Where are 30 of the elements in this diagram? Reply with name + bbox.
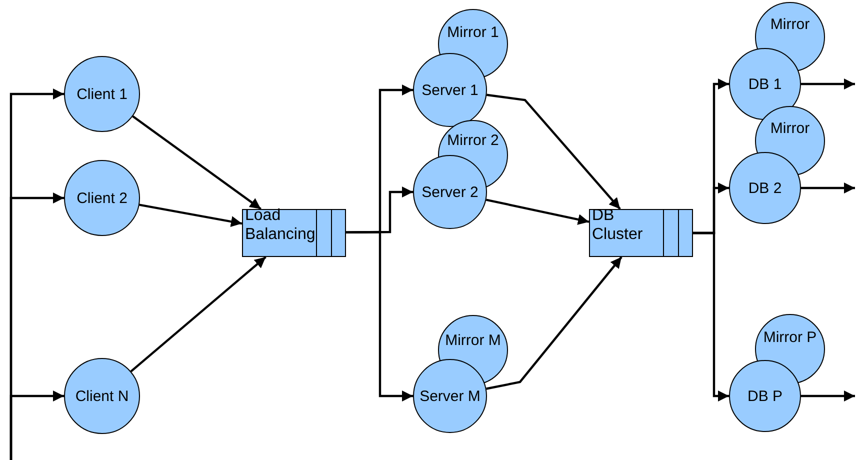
arrow bbox=[10, 390, 64, 460]
arrow bbox=[486, 256, 622, 390]
node-label: DB 1 bbox=[748, 76, 782, 93]
node-label: Client 1 bbox=[76, 86, 128, 103]
node-label: DB 2 bbox=[748, 180, 782, 197]
node-label: Server 2 bbox=[422, 184, 478, 201]
node-label: Client N bbox=[75, 388, 129, 405]
arrow bbox=[132, 115, 262, 210]
node-label: Mirror bbox=[770, 120, 810, 137]
node-label: Mirror P bbox=[763, 329, 817, 346]
node-label: Server M bbox=[420, 388, 480, 405]
queue-box bbox=[242, 209, 346, 257]
arrow bbox=[801, 78, 855, 90]
node-label: DB P bbox=[748, 388, 782, 405]
node-label: Mirror 1 bbox=[447, 24, 499, 41]
node-label: Mirror bbox=[770, 16, 810, 33]
node-label: Client 2 bbox=[76, 190, 128, 207]
node-label: Mirror M bbox=[445, 332, 501, 349]
arrow bbox=[486, 94, 621, 210]
arrow bbox=[130, 256, 266, 372]
arrow bbox=[801, 390, 855, 402]
arrow bbox=[486, 198, 590, 225]
node-label: Load Balancing bbox=[245, 206, 315, 244]
node-label: Server 1 bbox=[422, 82, 478, 99]
node-label: Mirror 2 bbox=[447, 132, 499, 149]
queue-box bbox=[589, 209, 693, 257]
arrow bbox=[801, 182, 855, 194]
arrow bbox=[693, 232, 729, 402]
arrow bbox=[139, 204, 242, 227]
arrow bbox=[346, 230, 413, 402]
